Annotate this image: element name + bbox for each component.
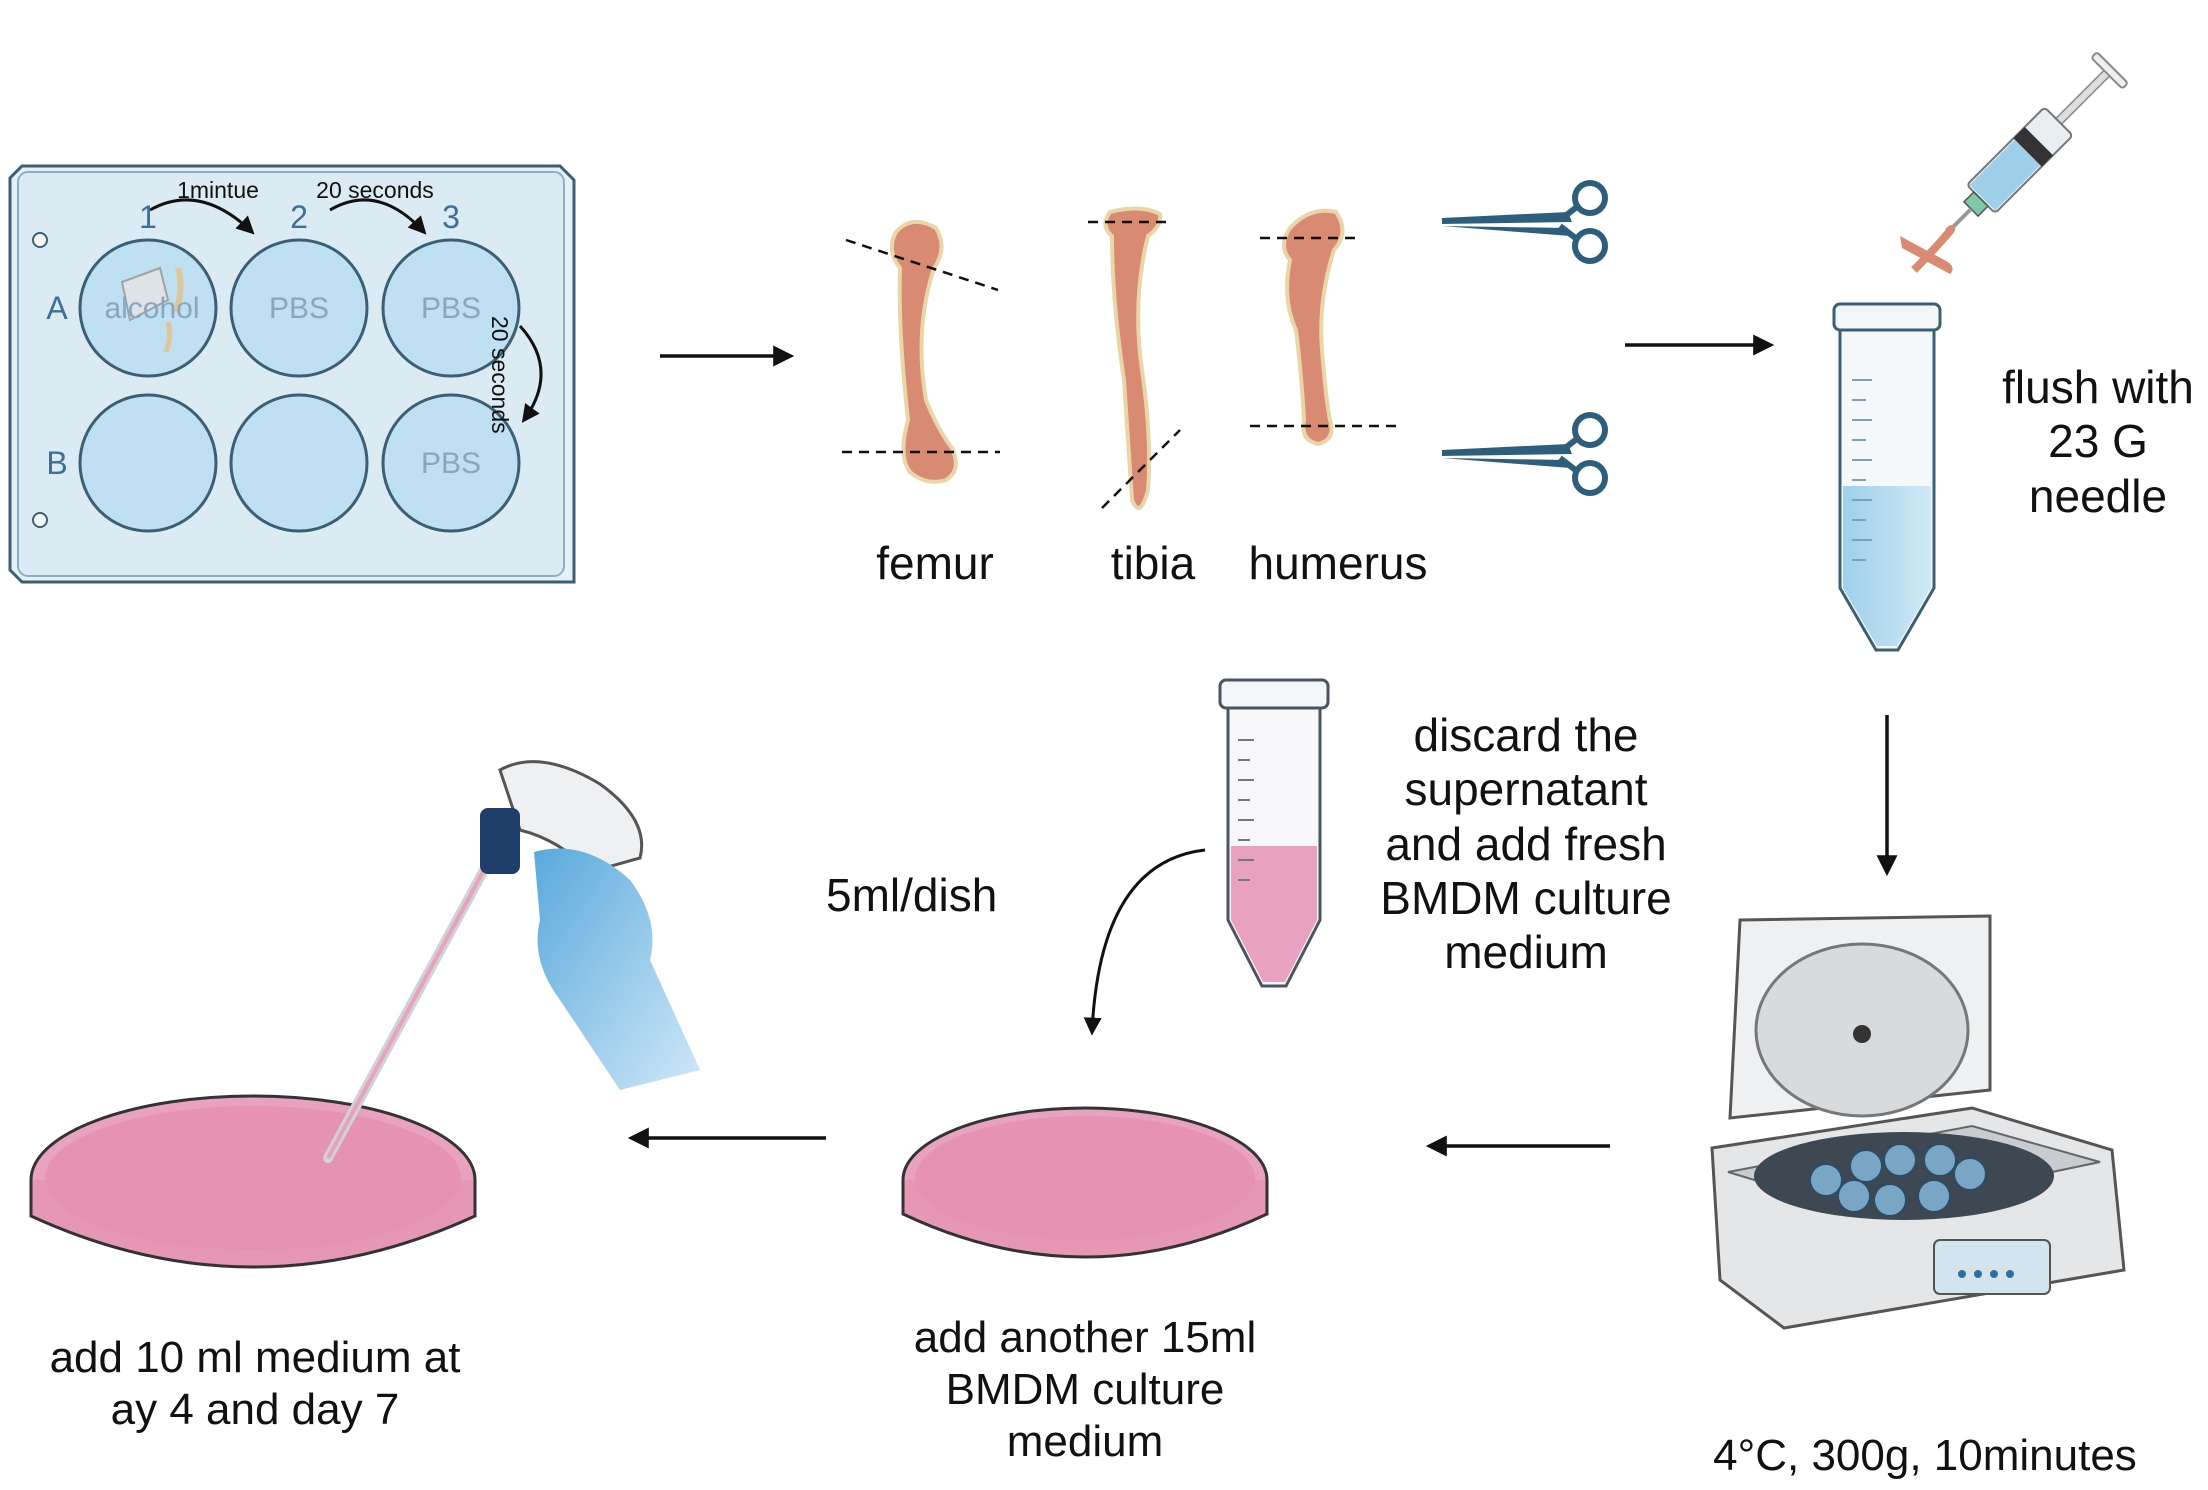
well-a1-label: alcohol	[104, 292, 199, 325]
femur-label: femur	[876, 537, 994, 589]
scissors-bottom-icon	[1442, 412, 1608, 496]
falcon-tube-blue-icon	[1832, 302, 1942, 652]
well-a1-bones-icon	[120, 266, 184, 353]
row-label-b: B	[46, 445, 67, 481]
centrifuge-label: 4°C, 300g, 10minutes	[1713, 1431, 2137, 1480]
well-b3-label: PBS	[421, 447, 481, 480]
step3-time: 20 seconds	[487, 316, 513, 434]
centrifuge-icon	[1710, 914, 2126, 1330]
step2-time: 20 seconds	[316, 177, 434, 203]
well-plate: 1 2 3 A B 1mintue 20 seconds 20 seconds …	[8, 164, 576, 584]
column-label-3: 3	[442, 199, 460, 235]
arrow-1-to-2	[149, 198, 255, 235]
humerus-icon	[1250, 208, 1400, 447]
petri-dish-left-icon	[29, 1094, 477, 1269]
row-label-a: A	[46, 290, 68, 326]
tibia-label: tibia	[1110, 537, 1196, 589]
well-a3-label: PBS	[421, 292, 481, 325]
add-10ml-label: add 10 ml medium at ay 4 and day 7	[49, 1333, 461, 1434]
petri-dish-middle-icon	[901, 1106, 1269, 1259]
arrow-2-to-3	[329, 198, 427, 235]
falcon-tube-pink-icon	[1218, 678, 1330, 988]
column-label-1: 1	[139, 199, 157, 235]
flush-label: flush with 23 G needle	[2002, 361, 2194, 522]
add-another-label: add another 15ml BMDM culture medium	[913, 1313, 1257, 1466]
scissors-top-icon	[1442, 180, 1608, 264]
dose-label: 5ml/dish	[826, 869, 998, 921]
humerus-label: humerus	[1248, 537, 1428, 589]
column-label-2: 2	[290, 199, 308, 235]
pipette-icon	[323, 760, 644, 1163]
step1-time: 1mintue	[177, 177, 259, 203]
arrow-tube-to-dish	[1083, 848, 1206, 1036]
arrow-a3-to-b3	[518, 324, 543, 423]
tibia-icon	[1088, 206, 1181, 510]
well-a2-label: PBS	[269, 292, 329, 325]
gloved-hand-icon	[534, 848, 700, 1090]
femur-icon	[842, 220, 1000, 484]
syringe-icon	[1945, 52, 2128, 235]
plate-wells	[78, 238, 521, 533]
discard-label: discard the supernatant and add fresh BM…	[1380, 709, 1672, 979]
